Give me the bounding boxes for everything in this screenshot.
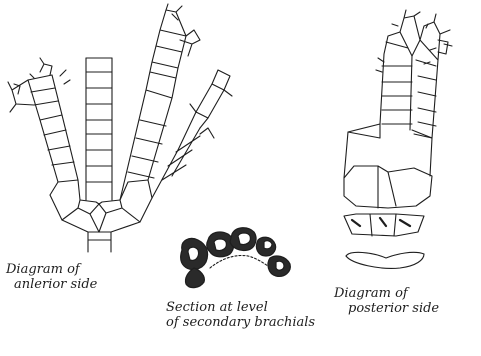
section-caption-line2: of secondary brachials	[166, 315, 315, 330]
posterior-cup-plates	[344, 124, 432, 208]
anterior-right-outer-arm	[152, 70, 232, 198]
anterior-caption: Diagram of anlerior side	[6, 262, 97, 292]
anterior-caption-line1: Diagram of	[6, 262, 97, 277]
posterior-caption: Diagram of posterior side	[334, 286, 439, 316]
section-caption-line1: Section at level	[166, 300, 315, 315]
posterior-lower-plates	[344, 214, 424, 268]
anterior-left-arm	[8, 58, 78, 182]
posterior-caption-line1: Diagram of	[334, 286, 439, 301]
section-plates	[181, 228, 291, 288]
posterior-arms	[376, 10, 452, 138]
anterior-stem	[88, 232, 111, 252]
section-diagram	[181, 228, 291, 288]
anterior-side-diagram	[8, 4, 232, 252]
posterior-caption-line2: posterior side	[334, 301, 439, 316]
section-dotted-outline	[210, 256, 268, 269]
posterior-side-diagram	[344, 10, 452, 268]
anterior-right-inner-arm	[120, 4, 200, 200]
anterior-cup-plates	[50, 180, 152, 232]
section-caption: Section at level of secondary brachials	[166, 300, 315, 330]
anterior-caption-line2: anlerior side	[6, 277, 97, 292]
anterior-central-arm	[86, 58, 112, 200]
